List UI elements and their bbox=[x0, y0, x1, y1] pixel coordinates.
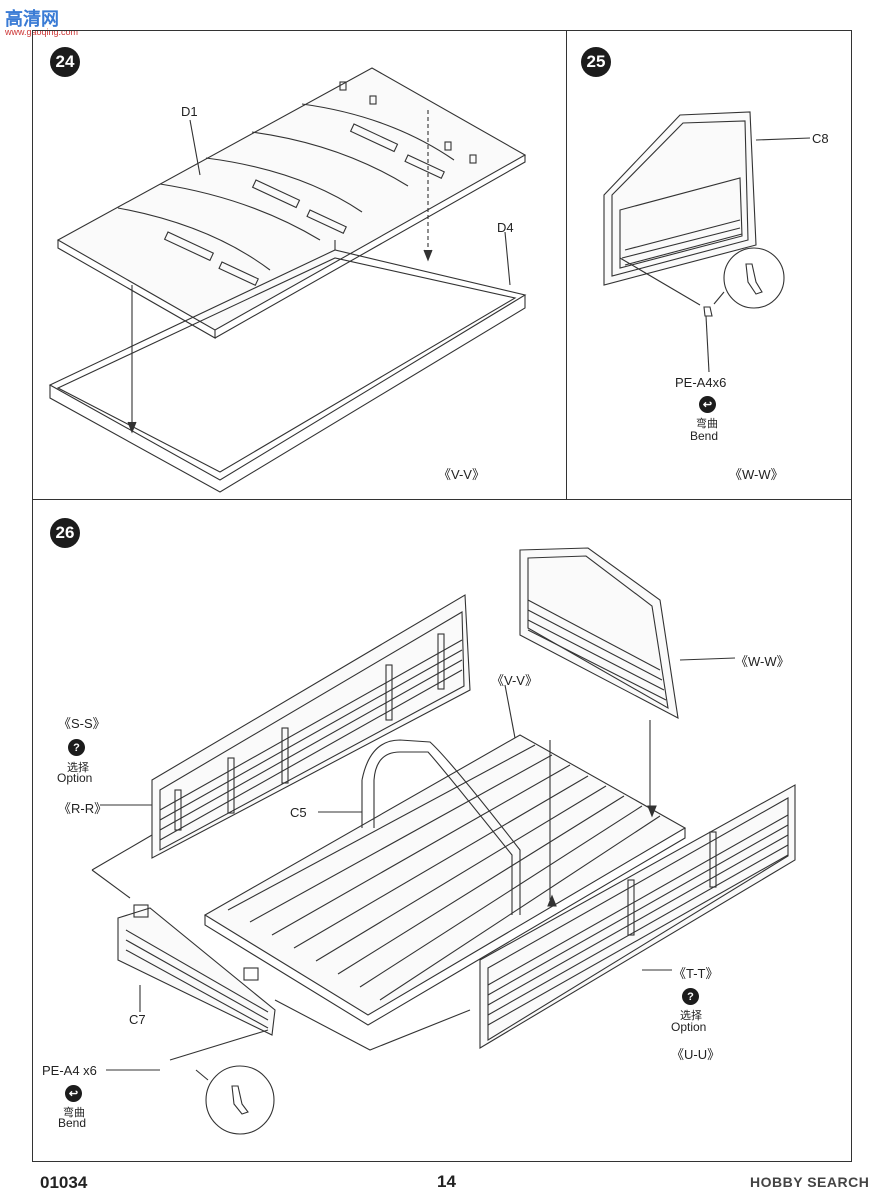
question-icon: ? bbox=[68, 739, 85, 756]
page-number: 14 bbox=[437, 1172, 456, 1191]
part-label-c8: C8 bbox=[812, 131, 829, 146]
option-label-cn: 选择 bbox=[67, 762, 89, 774]
bend-icon-2: ↩ bbox=[65, 1085, 82, 1102]
part-label-c7: C7 bbox=[129, 1012, 146, 1027]
bend-label-cn-2: 弯曲 bbox=[63, 1107, 85, 1119]
part-label-d1: D1 bbox=[181, 104, 198, 119]
view-label-ww-26: 《W-W》 bbox=[735, 654, 790, 669]
view-label-tt: 《T-T》 bbox=[673, 966, 719, 981]
view-label-ss: 《S-S》 bbox=[58, 716, 106, 731]
view-label-uu: 《U-U》 bbox=[671, 1047, 721, 1062]
view-label-ww: 《W-W》 bbox=[729, 467, 784, 482]
option-label-en-2: Option bbox=[671, 1020, 707, 1034]
kit-code: 01034 bbox=[40, 1173, 88, 1192]
part-label-d4: D4 bbox=[497, 220, 514, 235]
view-label-vv-26: 《V-V》 bbox=[491, 673, 538, 688]
bend-label-en: Bend bbox=[690, 429, 719, 443]
bend-label-cn: 弯曲 bbox=[696, 418, 718, 430]
option-label-cn-2: 选择 bbox=[680, 1010, 702, 1022]
source-watermark: HOBBY SEARCH bbox=[750, 1174, 870, 1190]
step-number-24: 24 bbox=[50, 47, 80, 77]
question-icon-2: ? bbox=[682, 988, 699, 1005]
part-label-pe-a4-26: PE-A4 x6 bbox=[42, 1063, 97, 1078]
step-number-25: 25 bbox=[581, 47, 611, 77]
option-label-en: Option bbox=[57, 771, 93, 785]
step-number-26: 26 bbox=[50, 518, 80, 548]
site-watermark: 高清网 bbox=[5, 9, 59, 29]
view-label-vv: 《V-V》 bbox=[438, 467, 485, 482]
panel-step-26 bbox=[32, 499, 852, 1162]
bend-label-en-2: Bend bbox=[58, 1116, 87, 1130]
part-label-c5: C5 bbox=[290, 805, 307, 820]
site-watermark-url: www.gaoqing.com bbox=[5, 27, 79, 37]
bend-icon: ↩ bbox=[699, 396, 716, 413]
view-label-rr: 《R-R》 bbox=[58, 801, 108, 816]
part-label-pe-a4: PE-A4x6 bbox=[675, 375, 727, 390]
